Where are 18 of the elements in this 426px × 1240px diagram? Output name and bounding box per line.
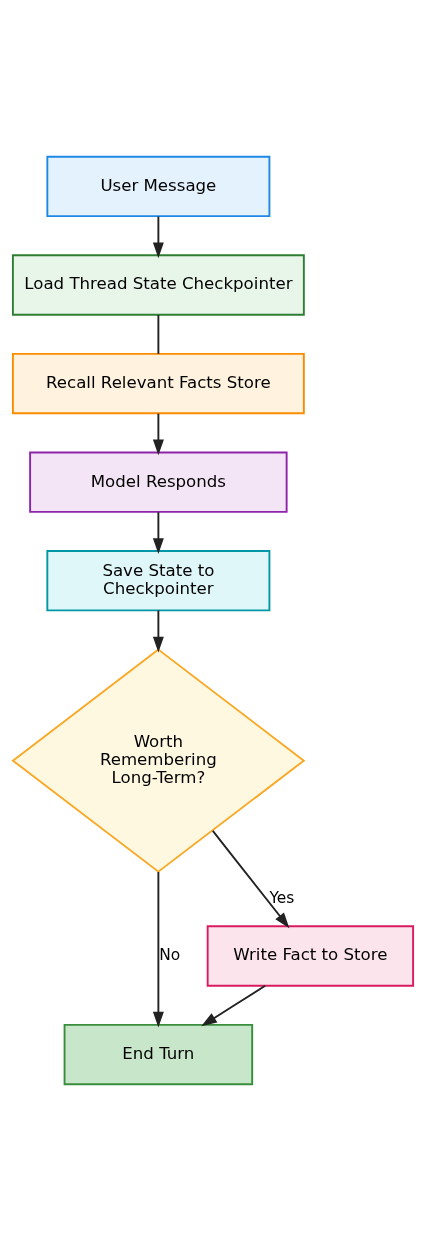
- node-box: End Turn: [63, 1023, 254, 1085]
- arrow: [152, 870, 164, 1027]
- node-box: Recall Relevant Facts Store: [11, 352, 305, 414]
- node-box: Write Fact to Store: [206, 924, 415, 987]
- node-box: User Message: [46, 155, 271, 217]
- arrow: [211, 829, 290, 928]
- arrow: [152, 608, 164, 652]
- node-box: Save State to Checkpointer: [46, 549, 271, 611]
- arrow: [152, 510, 164, 554]
- node-box: Load Thread State Checkpointer: [11, 253, 305, 316]
- connector: [157, 313, 160, 355]
- arrow: [152, 215, 164, 258]
- node-box: Model Responds: [29, 451, 288, 513]
- edge-label: No: [159, 945, 181, 964]
- arrow: [152, 412, 164, 455]
- arrow: [201, 984, 267, 1026]
- node-diamond: Worth Remembering Long-Term?: [11, 647, 306, 873]
- edge-label: Yes: [269, 888, 295, 907]
